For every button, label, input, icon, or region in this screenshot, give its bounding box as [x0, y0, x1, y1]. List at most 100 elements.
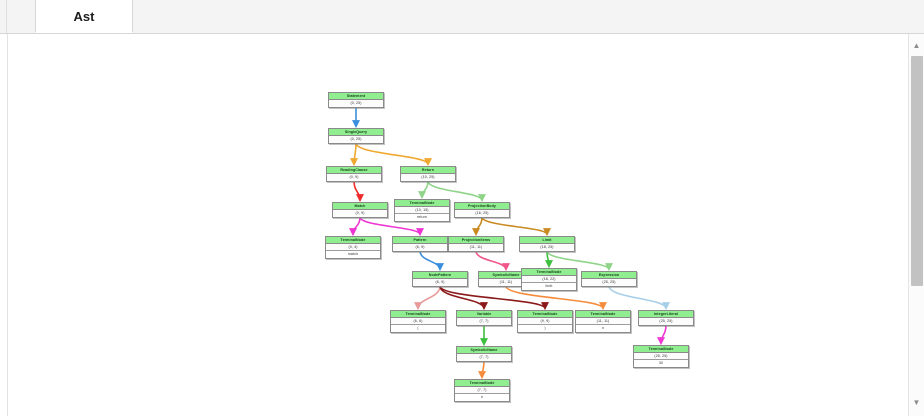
ast-node-limit[interactable]: Limit(18, 25)	[519, 236, 575, 252]
ast-node-integerliteral[interactable]: IntegerLiteral(25, 25)	[638, 310, 694, 326]
ast-node-name: ProjectionBody	[455, 203, 509, 210]
ast-node-position: (11, 11)	[479, 279, 533, 286]
ast-node-return[interactable]: Return(10, 25)	[400, 166, 456, 182]
ast-node-name: Variable	[457, 311, 511, 318]
vertical-scrollbar[interactable]: ▲ ▼	[908, 34, 924, 416]
ast-node-name: Return	[401, 167, 455, 174]
ast-node-variable[interactable]: Variable(7, 7)	[456, 310, 512, 326]
ast-node-position: (25, 25)	[634, 353, 688, 360]
ast-edge-symbolicname-1-to-terminal-n	[505, 285, 607, 311]
ast-node-expression[interactable]: Expression(25, 25)	[581, 271, 637, 287]
ast-node-statement[interactable]: Statement(0, 25)	[328, 92, 384, 108]
ast-edge-nodepattern-to-terminal-rparen	[439, 285, 549, 311]
ast-node-position: (0, 4)	[326, 244, 380, 251]
ast-node-symbolicname-1[interactable]: SymbolicName(11, 11)	[478, 271, 534, 287]
ast-node-position: (7, 7)	[455, 387, 509, 394]
ast-node-position: (0, 25)	[329, 100, 383, 107]
ast-node-value: n	[455, 394, 509, 401]
ast-edge-limit-to-expression	[546, 250, 613, 272]
ast-node-terminal-n2[interactable]: TerminalNode(7, 7)n	[454, 379, 510, 402]
ast-edge-projectionitems-to-symbolicname-1	[475, 250, 510, 272]
ast-edge-integerliteral-to-terminal-30	[657, 324, 667, 346]
ast-node-position: (6, 9)	[393, 244, 447, 251]
ast-node-terminal-rparen[interactable]: TerminalNode(9, 9))	[517, 310, 573, 333]
ast-node-name: TerminalNode	[455, 380, 509, 387]
ast-edge-match-to-pattern	[359, 216, 424, 237]
ast-node-name: TerminalNode	[395, 200, 449, 207]
ast-node-position: (11, 11)	[576, 318, 630, 325]
ast-node-terminal-30[interactable]: TerminalNode(25, 25)30	[633, 345, 689, 368]
ast-node-terminal-lparen[interactable]: TerminalNode(6, 6)(	[390, 310, 446, 333]
ast-node-name: SymbolicName	[479, 272, 533, 279]
ast-node-position: (0, 9)	[327, 174, 381, 181]
ast-edge-singlequery-to-return	[355, 142, 432, 167]
ast-edge-projectionbody-to-projectionitems	[472, 216, 483, 237]
ast-node-position: (7, 7)	[457, 354, 511, 361]
ast-edge-expression-to-integerliteral	[608, 285, 670, 311]
ast-edge-pattern-to-nodepattern	[419, 250, 444, 272]
ast-node-projectionbody[interactable]: ProjectionBody(16, 25)	[454, 202, 510, 218]
tab-ast[interactable]: Ast	[35, 0, 133, 33]
ast-node-position: (7, 7)	[457, 318, 511, 325]
ast-node-value: return	[395, 214, 449, 221]
ast-node-symbolicname-2[interactable]: SymbolicName(7, 7)	[456, 346, 512, 362]
ast-node-position: (11, 11)	[449, 244, 503, 251]
ast-node-name: Limit	[520, 237, 574, 244]
ast-node-value: (	[391, 325, 445, 332]
ast-node-projectionitems[interactable]: ProjectionItems(11, 11)	[448, 236, 504, 252]
ast-edge-nodepattern-to-terminal-lparen	[414, 285, 441, 311]
ast-node-name: TerminalNode	[518, 311, 572, 318]
ast-node-name: NodePattern	[413, 272, 467, 279]
ast-edge-match-to-terminal-match	[349, 216, 361, 237]
ast-node-position: (6, 9)	[413, 279, 467, 286]
ast-node-match[interactable]: Match(0, 9)	[332, 202, 388, 218]
ast-edges-layer	[349, 107, 670, 380]
tab-bar: Ast	[0, 0, 924, 34]
ast-edge-return-to-terminal-return	[418, 180, 429, 200]
ast-edge-return-to-projectionbody	[427, 180, 486, 203]
ast-node-value: )	[518, 325, 572, 332]
ast-node-name: TerminalNode	[326, 237, 380, 244]
ast-edge-nodepattern-to-variable	[439, 285, 488, 311]
ast-node-singlequery[interactable]: SingleQuery(0, 25)	[328, 128, 384, 144]
ast-node-position: (10, 15)	[395, 207, 449, 214]
ast-node-name: ReadingClause	[327, 167, 381, 174]
ast-node-terminal-limit[interactable]: TerminalNode(18, 22)limit	[521, 268, 577, 291]
ast-node-value: match	[326, 251, 380, 258]
ast-node-name: IntegerLiteral	[639, 311, 693, 318]
ast-node-value: limit	[522, 283, 576, 290]
ast-edge-symbolicname-2-to-terminal-n2	[478, 360, 487, 380]
scroll-up-arrow-icon[interactable]: ▲	[912, 41, 921, 50]
scrollbar-thumb[interactable]	[911, 56, 923, 286]
ast-node-position: (25, 25)	[582, 279, 636, 286]
ast-node-position: (0, 25)	[329, 136, 383, 143]
ast-node-name: SymbolicName	[457, 347, 511, 354]
ast-node-position: (18, 25)	[520, 244, 574, 251]
ast-node-readingclause[interactable]: ReadingClause(0, 9)	[326, 166, 382, 182]
ast-node-position: (10, 25)	[401, 174, 455, 181]
ast-node-nodepattern[interactable]: NodePattern(6, 9)	[412, 271, 468, 287]
ast-node-position: (0, 9)	[333, 210, 387, 217]
graph-canvas-container[interactable]: Statement(0, 25)SingleQuery(0, 25)Readin…	[7, 34, 924, 416]
tab-ast-label: Ast	[73, 8, 95, 24]
ast-node-value: 30	[634, 360, 688, 367]
ast-node-name: ProjectionItems	[449, 237, 503, 244]
ast-edge-projectionbody-to-limit	[481, 216, 551, 237]
ast-node-name: Match	[333, 203, 387, 210]
ast-node-position: (6, 6)	[391, 318, 445, 325]
ast-node-position: (16, 25)	[455, 210, 509, 217]
ast-node-name: SingleQuery	[329, 129, 383, 136]
ast-node-terminal-return[interactable]: TerminalNode(10, 15)return	[394, 199, 450, 222]
ast-node-terminal-match[interactable]: TerminalNode(0, 4)match	[325, 236, 381, 259]
ast-node-name: Pattern	[393, 237, 447, 244]
ast-edge-singlequery-to-readingclause	[350, 142, 359, 167]
ast-node-pattern[interactable]: Pattern(6, 9)	[392, 236, 448, 252]
ast-node-terminal-n[interactable]: TerminalNode(11, 11)n	[575, 310, 631, 333]
ast-node-name: Statement	[329, 93, 383, 100]
ast-node-position: (9, 9)	[518, 318, 572, 325]
ast-graph-canvas[interactable]: Statement(0, 25)SingleQuery(0, 25)Readin…	[8, 34, 889, 416]
scroll-down-arrow-icon[interactable]: ▼	[912, 398, 921, 407]
ast-node-value: n	[576, 325, 630, 332]
tab-bar-empty-area	[133, 0, 924, 33]
